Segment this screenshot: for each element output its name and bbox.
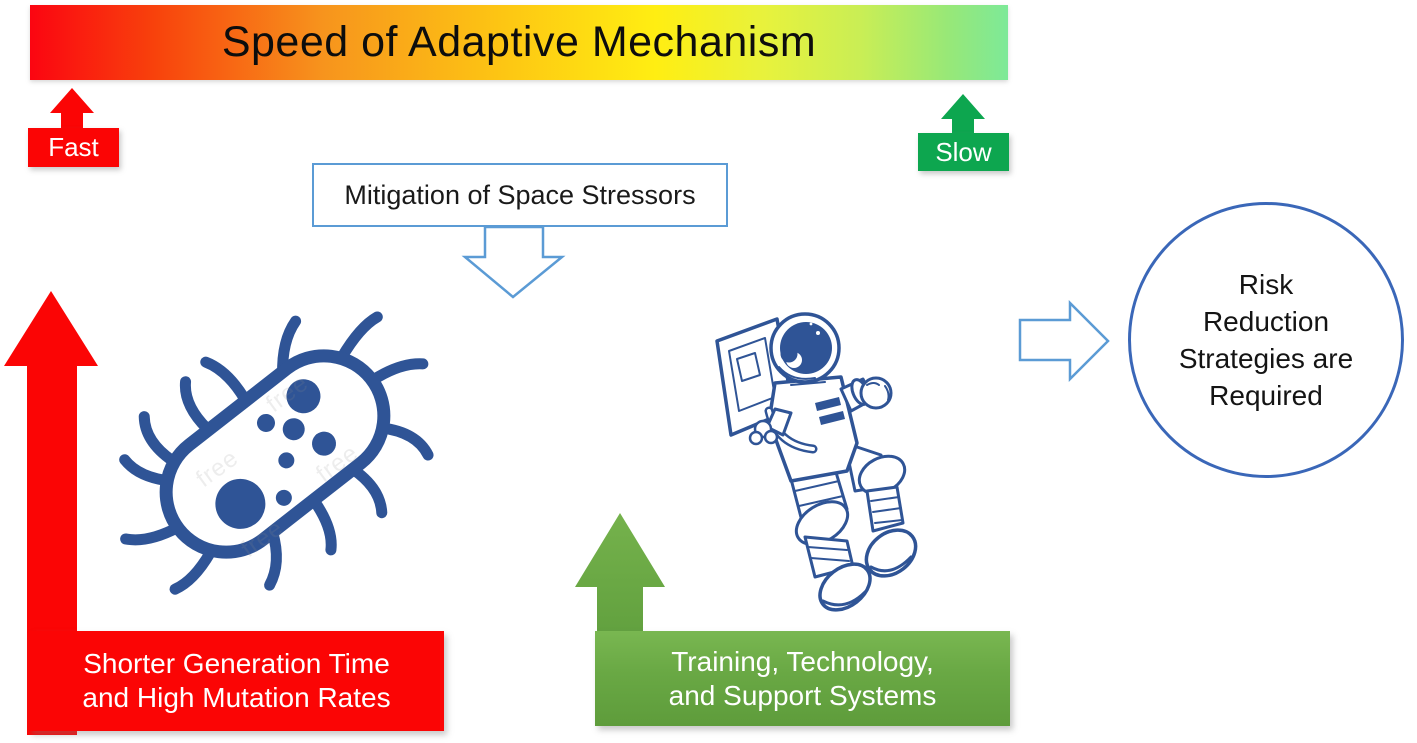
green-up-arrow-icon xyxy=(575,513,665,640)
mitigation-box: Mitigation of Space Stressors xyxy=(312,163,728,227)
microbe-caption-line2: and High Mutation Rates xyxy=(82,682,391,713)
mitigation-label: Mitigation of Space Stressors xyxy=(344,179,696,210)
microbe-caption-line1: Shorter Generation Time xyxy=(83,648,390,679)
outcome-line2: Reduction xyxy=(1202,306,1330,337)
human-caption-line1: Training, Technology, xyxy=(671,645,934,677)
slow-up-arrow-icon xyxy=(941,94,985,136)
outcome-line4: Required xyxy=(1209,380,1323,411)
slow-label: Slow xyxy=(935,136,992,167)
fast-up-arrow-icon xyxy=(50,88,94,130)
outcome-line3: Strategies are xyxy=(1178,343,1354,374)
outcome-line1: Risk xyxy=(1238,269,1294,300)
fast-label-box: Fast xyxy=(28,128,119,167)
speed-gradient-bar: Speed of Adaptive Mechanism xyxy=(30,5,1008,80)
slow-label-box: Slow xyxy=(918,133,1009,171)
down-arrow-icon xyxy=(461,225,566,299)
astronaut-icon xyxy=(715,312,918,612)
human-caption-line2: and Support Systems xyxy=(668,679,937,711)
diagram-title: Speed of Adaptive Mechanism xyxy=(221,18,817,66)
red-up-arrow-icon xyxy=(4,291,98,735)
outcome-circle: Risk Reduction Strategies are Required xyxy=(1128,202,1404,478)
bacteria-icon xyxy=(119,311,434,595)
fast-label: Fast xyxy=(48,132,99,162)
human-caption-box: Training, Technology, and Support System… xyxy=(595,631,1010,726)
microbe-caption-box: Shorter Generation Time and High Mutatio… xyxy=(29,631,444,731)
right-arrow-icon xyxy=(1018,300,1110,383)
